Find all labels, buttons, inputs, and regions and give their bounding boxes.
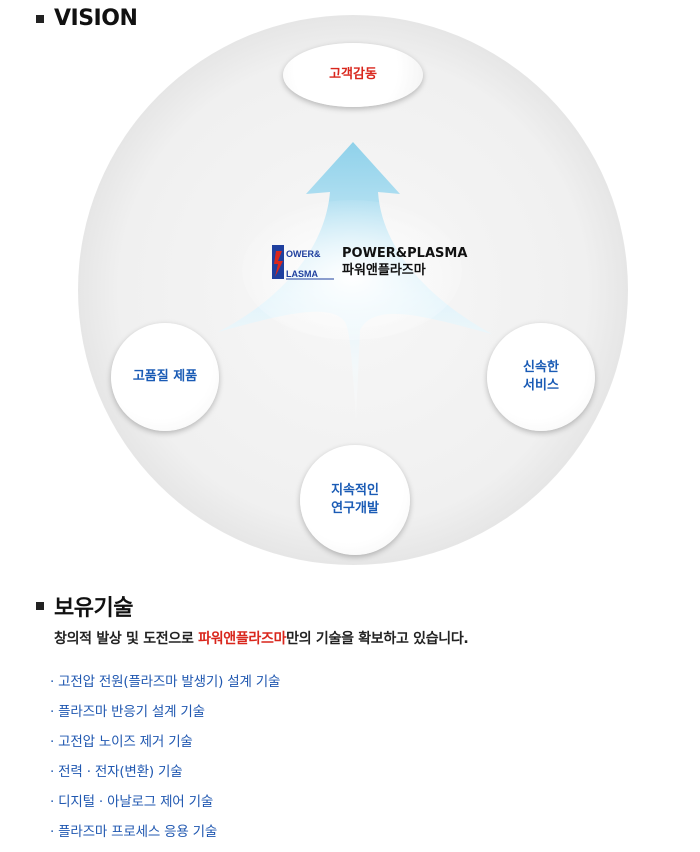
tech-list: · 고전압 전원(플라즈마 발생기) 설계 기술 · 플라즈마 반응기 설계 기… bbox=[50, 672, 280, 852]
vision-node-service: 신속한 서비스 bbox=[487, 323, 595, 431]
vision-node-quality: 고품질 제품 bbox=[111, 323, 219, 431]
vision-node-research: 지속적인 연구개발 bbox=[300, 445, 410, 555]
vision-diagram bbox=[78, 15, 628, 565]
node-label: 연구개발 bbox=[331, 501, 379, 516]
list-item: · 디지털 · 아날로그 제어 기술 bbox=[50, 794, 214, 810]
logo-mark-text-bottom: LASMA bbox=[286, 269, 318, 279]
node-label: 고객감동 bbox=[329, 67, 377, 82]
node-label: 지속적인 bbox=[331, 483, 379, 498]
vision-header: VISION bbox=[36, 6, 138, 31]
intro-text: 창의적 발상 및 도전으로 bbox=[54, 631, 199, 647]
list-item: · 고전압 전원(플라즈마 발생기) 설계 기술 bbox=[50, 674, 281, 690]
logo-mark-text-top: OWER& bbox=[286, 249, 321, 259]
square-bullet-icon bbox=[36, 602, 44, 610]
tech-title: 보유기술 bbox=[54, 596, 133, 621]
tech-header: 보유기술 bbox=[36, 590, 133, 622]
intro-text: 만의 기술을 확보하고 있습니다. bbox=[286, 631, 469, 647]
node-label: 신속한 bbox=[523, 360, 559, 375]
node-label: 고품질 제품 bbox=[132, 369, 198, 384]
vision-node-customer: 고객감동 bbox=[283, 43, 423, 107]
vision-title: VISION bbox=[54, 6, 138, 31]
logo-name-english: POWER&PLASMA bbox=[342, 246, 468, 261]
list-item: · 플라즈마 프로세스 응용 기술 bbox=[50, 824, 218, 840]
intro-highlight: 파워앤플라즈마 bbox=[198, 631, 287, 647]
tech-intro: 창의적 발상 및 도전으로 파워앤플라즈마만의 기술을 확보하고 있습니다. bbox=[54, 628, 469, 648]
node-label: 서비스 bbox=[523, 378, 559, 393]
power-plasma-logo-icon: OWER& LASMA bbox=[272, 245, 334, 280]
list-item: · 전력 · 전자(변환) 기술 bbox=[50, 764, 183, 780]
list-item: · 고전압 노이즈 제거 기술 bbox=[50, 734, 193, 750]
square-bullet-icon bbox=[36, 14, 44, 23]
company-logo: OWER& LASMA POWER&PLASMA 파워앤플라즈마 bbox=[272, 243, 467, 281]
logo-name-korean: 파워앤플라즈마 bbox=[342, 263, 426, 278]
list-item: · 플라즈마 반응기 설계 기술 bbox=[50, 704, 205, 720]
